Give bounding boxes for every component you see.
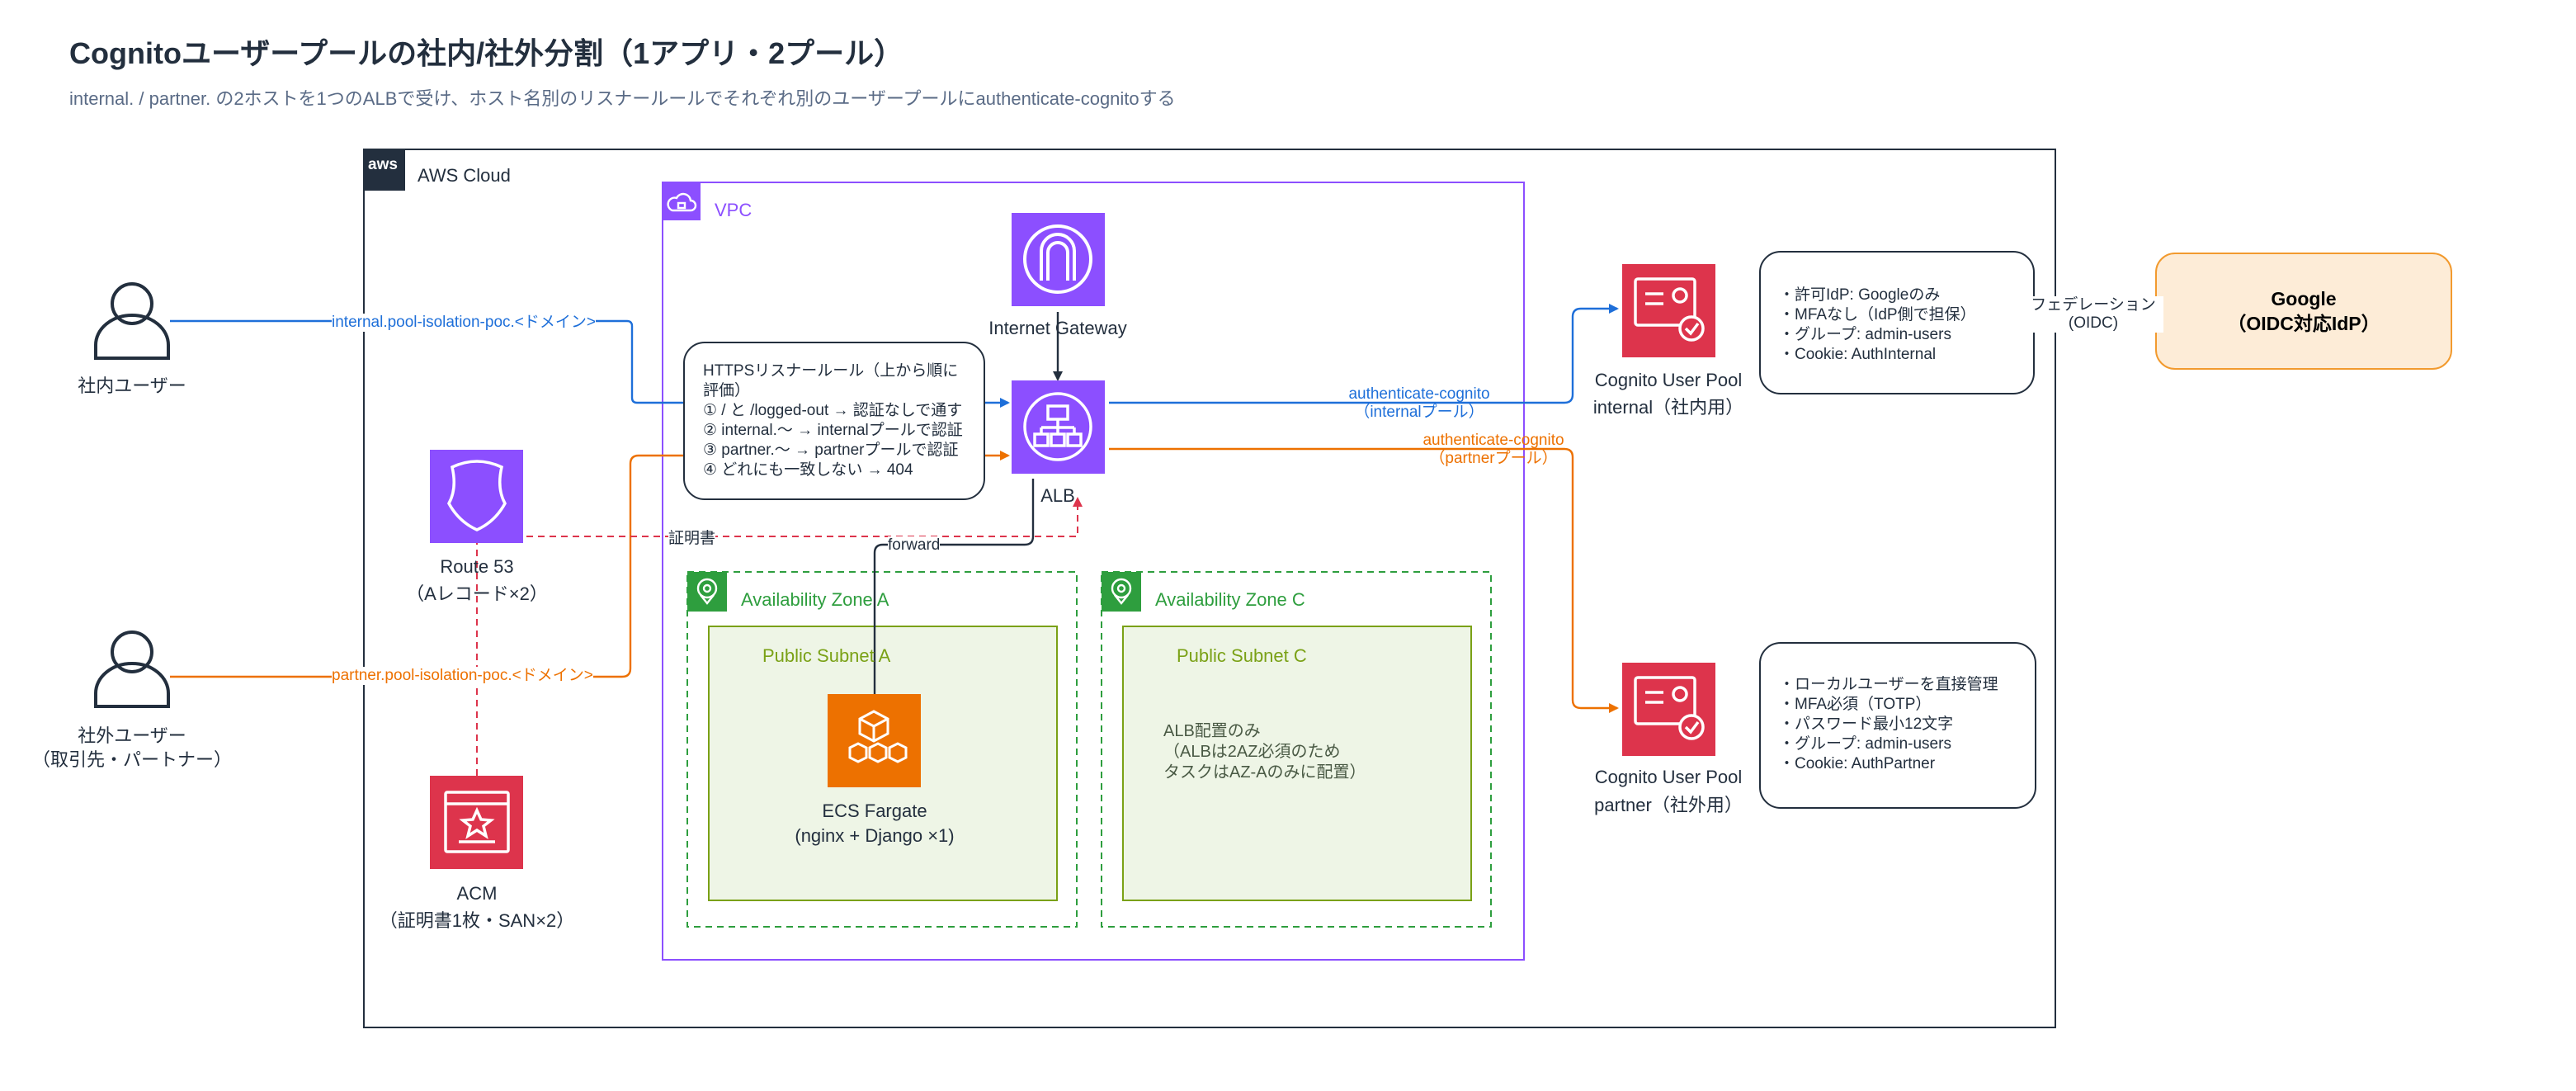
az-a-pin-icon (696, 578, 718, 605)
vpc-cloud-lock-icon (667, 192, 697, 212)
external-user-icon (94, 631, 170, 708)
az-a-label: Availability Zone A (741, 589, 889, 610)
aws-logo: aws (368, 156, 398, 173)
listener-rule-line: HTTPSリスナールール（上から順に (703, 362, 959, 380)
cognito-internal-label-1: Cognito User Pool (1594, 370, 1743, 390)
aws-logo-tile (364, 149, 405, 191)
az-c-label: Availability Zone C (1155, 589, 1305, 610)
ecs-fargate-icon (848, 710, 908, 763)
cognito-partner-icon (1634, 676, 1705, 740)
edge-federation-label-1: フェデレーション (2031, 296, 2156, 314)
edge-internal-host (170, 319, 1010, 408)
edge-forward (870, 479, 1035, 725)
alb-loadbalancer-icon (1023, 392, 1092, 461)
internal-pool-note-line: ・Cookie: AuthInternal (1779, 346, 1937, 363)
edge-federation-label-2: (OIDC) (2068, 314, 2119, 332)
listener-rule-line: ① / と /logged-out → 認証なしで通す (703, 402, 963, 419)
edge-cert-label: 証明書 (668, 530, 716, 548)
edge-forward-label: forward (888, 536, 941, 555)
internal-pool-note-line: ・グループ: admin-users (1779, 326, 1951, 343)
subnet-c-note-line: ALB配置のみ (1163, 722, 1261, 740)
page-subtitle: internal. / partner. の2ホストを1つのALBで受け、ホスト… (69, 88, 1176, 109)
edge-auth-internal (1109, 304, 1619, 404)
subnet-c-label: Public Subnet C (1177, 645, 1307, 666)
edge-internal-host-label: internal.pool-isolation-poc.<ドメイン> (332, 314, 596, 332)
subnet-c-group (1122, 626, 1472, 901)
external-user-label-2: （取引先・パートナー） (31, 749, 232, 770)
az-c-pin-icon (1111, 578, 1132, 605)
google-label-1: Google (2271, 288, 2337, 309)
route53-shield-icon (447, 460, 507, 531)
route53-tile (430, 450, 523, 543)
internal-user-label: 社内ユーザー (78, 375, 186, 396)
subnet-a-label: Public Subnet A (762, 645, 891, 666)
acm-label-1: ACM (456, 883, 498, 904)
route53-label-2: （Aレコード×2） (406, 583, 548, 604)
aws-cloud-group (363, 149, 2056, 1028)
partner-pool-note-line: ・ローカルユーザーを直接管理 (1779, 676, 1998, 693)
alb-label: ALB (1040, 485, 1075, 506)
edge-partner-host-label: partner.pool-isolation-poc.<ドメイン> (332, 667, 593, 685)
acm-certificate-icon (444, 791, 510, 853)
cognito-internal-icon (1634, 277, 1705, 342)
partner-pool-note-line: ・Cookie: AuthPartner (1779, 755, 1936, 772)
acm-label-2: （証明書1枚・SAN×2） (379, 910, 575, 931)
google-label-2: （OIDC対応IdP） (2227, 313, 2380, 334)
subnet-c-note-line: （ALBは2AZ必須のため (1163, 743, 1341, 761)
partner-pool-note-line: ・MFA必須（TOTP） (1779, 696, 1932, 713)
google-idp-box: Google （OIDC対応IdP） (2155, 253, 2452, 370)
ecs-label-2: (nginx + Django ×1) (795, 825, 955, 846)
cognito-internal-label-2: internal（社内用） (1592, 397, 1744, 418)
partner-pool-note-line: ・パスワード最小12文字 (1779, 716, 1954, 733)
subnet-c-note: ALB配置のみ （ALBは2AZ必須のため タスクはAZ-Aのみに配置） (1163, 721, 1366, 783)
edge-federation-label: フェデレーション (OIDC) (2023, 296, 2163, 333)
page-title: Cognitoユーザープールの社内/社外分割（1アプリ・2プール） (69, 36, 904, 70)
listener-rule-line: 評価） (703, 382, 751, 399)
route53-label-1: Route 53 (440, 556, 514, 577)
internal-pool-note-line: ・許可IdP: Googleのみ (1779, 286, 1941, 304)
edge-auth-internal-label-1: authenticate-cognito (1348, 385, 1490, 403)
partner-pool-note: ・ローカルユーザーを直接管理 ・MFA必須（TOTP） ・パスワード最小12文字… (1759, 642, 2036, 809)
vpc-label: VPC (715, 200, 753, 220)
listener-rule-line: ④ どれにも一致しない → 404 (703, 461, 913, 479)
vpc-group (662, 182, 1525, 961)
az-c-group (1101, 571, 1492, 928)
cognito-partner-label-2: partner（社外用） (1594, 795, 1743, 815)
az-a-group (686, 571, 1078, 928)
edge-partner-host (170, 451, 1010, 678)
internal-user-icon (94, 282, 170, 360)
internal-pool-note: ・許可IdP: Googleのみ ・MFAなし（IdP側で担保） ・グループ: … (1759, 251, 2035, 394)
igw-label: Internet Gateway (988, 318, 1127, 338)
external-user-label-1: 社外ユーザー (78, 725, 186, 746)
edge-auth-internal-label: authenticate-cognito （internalプール） (1320, 385, 1518, 422)
subnet-c-note-line: タスクはAZ-Aのみに配置） (1163, 763, 1366, 782)
listener-rule-line: ③ partner.〜 → partnerプールで認証 (703, 442, 959, 459)
edge-auth-internal-label-2: （internalプール） (1354, 404, 1484, 421)
edge-auth-partner-label-1: authenticate-cognito (1422, 432, 1564, 449)
ecs-label-1: ECS Fargate (822, 801, 927, 821)
listener-rule-line: ② internal.〜 → internalプールで認証 (703, 422, 963, 439)
edge-auth-partner (1109, 447, 1619, 713)
edge-auth-partner-label: authenticate-cognito （partnerプール） (1394, 432, 1592, 468)
aws-cloud-label: AWS Cloud (418, 165, 511, 186)
internal-pool-note-line: ・MFAなし（IdP側で担保） (1779, 306, 1976, 324)
igw-arch-icon (1023, 224, 1092, 294)
cognito-partner-label-1: Cognito User Pool (1594, 767, 1743, 787)
edge-cert (476, 497, 1083, 776)
edge-auth-partner-label-2: （partnerプール） (1429, 450, 1558, 467)
partner-pool-note-line: ・グループ: admin-users (1779, 735, 1951, 753)
listener-rules-note: HTTPSリスナールール（上から順に 評価） ① / と /logged-out… (683, 342, 985, 500)
